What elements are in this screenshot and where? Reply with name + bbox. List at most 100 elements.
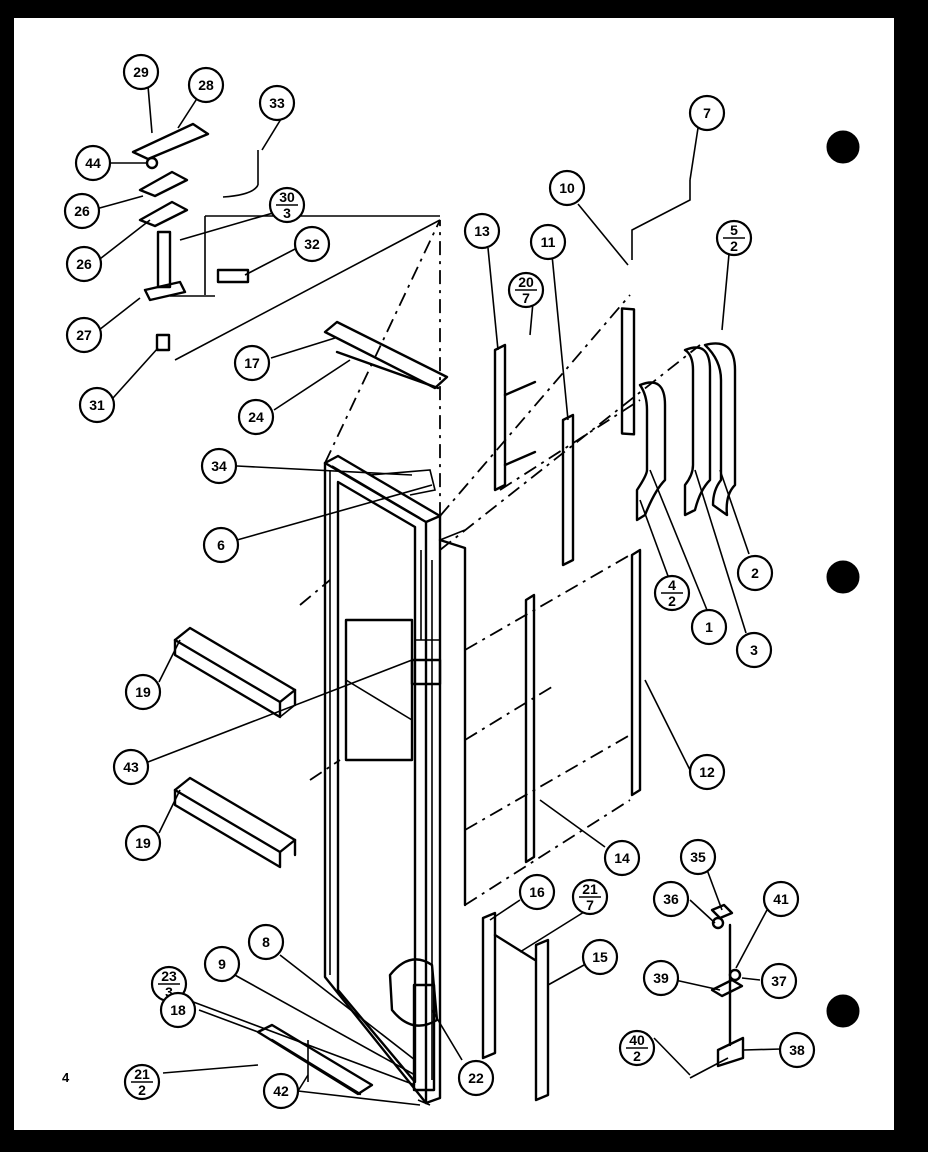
callout-quantity: 7 [522,290,530,306]
callout-number: 40 [629,1032,645,1048]
callout-number: 19 [135,684,151,700]
callout-number: 5 [730,222,738,238]
callout-circle [124,824,162,862]
callout-circle [529,223,567,261]
callout-quantity: 2 [138,1082,146,1098]
callout-circle [78,386,116,424]
callout-circle [778,1031,816,1069]
callout-circle [247,923,285,961]
callout-circle [200,447,238,485]
callout-circle [457,1059,495,1097]
callout-quantity: 3 [165,984,173,1000]
callout-circle [690,608,728,646]
callout-35: 35 [679,838,717,876]
callout-34: 34 [200,447,238,485]
callout-number: 6 [217,537,225,553]
callout-number: 4 [668,577,676,593]
callout-number: 23 [161,968,177,984]
binder-hole-bottom [826,994,860,1028]
callout-number: 19 [135,835,151,851]
callout-circle [688,94,726,132]
callout-number: 26 [76,256,92,272]
callout-30: 303 [268,186,306,224]
callout-31: 31 [78,386,116,424]
callout-circle [603,839,641,877]
door-shelf-bracket-upper [173,626,297,719]
callout-8: 8 [247,923,285,961]
bottom-hinge-assembly [689,903,745,1079]
callout-16: 16 [518,873,556,911]
callout-circle [202,526,240,564]
callout-circle [581,938,619,976]
callout-quantity: 3 [283,205,291,221]
callout-number: 41 [773,891,789,907]
callout-number: 13 [474,223,490,239]
callout-number: 31 [89,397,105,413]
callout-18: 18 [159,991,197,1029]
callout-circle [262,1072,300,1110]
callout-5: 52 [715,219,753,257]
callout-number: 1 [705,619,713,635]
callout-number: 28 [198,77,214,93]
callout-quantity: 7 [586,897,594,913]
door-handle-parts [635,342,737,522]
callout-circle [463,212,501,250]
callout-number: 21 [134,1066,150,1082]
callout-circle [237,398,275,436]
callout-circle [112,748,150,786]
callout-circle [74,144,112,182]
callout-32: 32 [293,225,331,263]
door-shelf-bracket-lower [173,776,297,869]
callout-21: 212 [123,1063,161,1101]
callout-layer: 2928442626273133303321724346194319132071… [63,53,816,1110]
callout-number: 44 [85,155,101,171]
callout-43: 43 [112,748,150,786]
callout-28: 28 [187,66,225,104]
callout-44: 44 [74,144,112,182]
callout-number: 15 [592,949,608,965]
callout-number: 20 [518,274,534,290]
callout-13: 13 [463,212,501,250]
callout-20: 207 [507,271,545,309]
assembly-lines [174,215,701,906]
callout-21: 217 [571,878,609,916]
leader-lines [95,85,782,1106]
callout-number: 18 [170,1002,186,1018]
callout-number: 3 [750,642,758,658]
callout-12: 12 [688,753,726,791]
callout-circle [735,631,773,669]
callout-number: 22 [468,1070,484,1086]
callout-number: 16 [529,884,545,900]
callout-circle [293,225,331,263]
callout-number: 14 [614,850,630,866]
callout-10: 10 [548,169,586,207]
callout-circle [642,959,680,997]
callout-circle [122,53,160,91]
callout-11: 11 [529,223,567,261]
callout-37: 37 [760,962,798,1000]
top-hinge-assembly [131,122,259,352]
callout-number: 43 [123,759,139,775]
callout-circle [203,945,241,983]
callout-circle [548,169,586,207]
binder-hole-middle [826,560,860,594]
scan-edge-bottom [0,1132,928,1152]
callout-number: 8 [262,934,270,950]
callout-circle [258,84,296,122]
callout-circle [760,962,798,1000]
callout-17: 17 [233,344,271,382]
callout-circle [762,880,800,918]
callout-9: 9 [203,945,241,983]
callout-4: 42 [653,574,691,612]
gasket-parts [481,307,642,1102]
callout-circle [679,838,717,876]
callout-circle [688,753,726,791]
callout-number: 21 [582,881,598,897]
callout-number: 11 [541,234,556,250]
callout-circle [159,991,197,1029]
callout-24: 24 [237,398,275,436]
callout-number: 2 [751,565,759,581]
callout-number: 36 [663,891,679,907]
